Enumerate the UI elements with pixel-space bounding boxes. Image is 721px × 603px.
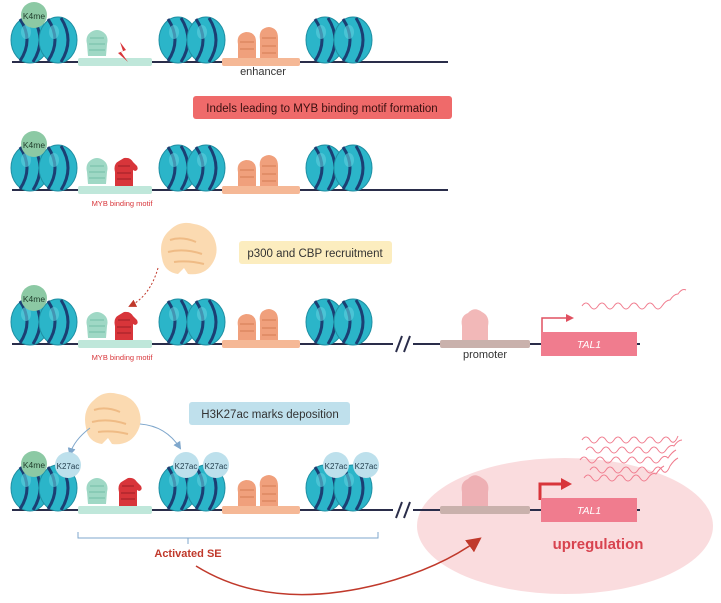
enhancer-region [222, 186, 300, 194]
tss-arrowhead [566, 314, 574, 322]
k4me-label: K4me [23, 140, 45, 150]
enhancer-region [222, 340, 300, 348]
orange-factor [237, 154, 279, 187]
p300-cbp-complex [84, 391, 142, 446]
se-bracket [77, 532, 379, 539]
break-mark [395, 335, 403, 353]
break-mark [403, 501, 411, 519]
p300-cbp-complex [160, 221, 218, 276]
myb-factor [113, 157, 139, 187]
h3k27ac-box [189, 402, 350, 425]
tss-arrowhead [561, 478, 572, 490]
indel-box [193, 96, 452, 119]
mrna-transcripts [579, 435, 683, 482]
promoter-region [440, 340, 530, 348]
acetylation-arrow [139, 423, 182, 450]
tal1-gene [541, 498, 637, 522]
enhancer-region [222, 58, 300, 66]
promoter-region [440, 506, 530, 514]
nucleosome-pair [11, 17, 77, 63]
panel-1: K4me enhancer [11, 2, 448, 78]
tss-arrow [541, 317, 566, 334]
recruitment-arrow [128, 267, 159, 307]
activated-se-label: Activated SE [154, 548, 221, 560]
k27ac-label: K27ac [355, 462, 378, 471]
panel-2: K4me MYB binding motif [11, 131, 448, 208]
orange-factor [237, 26, 279, 59]
step-h3k27ac: H3K27ac marks deposition [189, 402, 350, 425]
k4me-label: K4me [23, 294, 45, 304]
step-p300: p300 and CBP recruitment [239, 241, 392, 264]
step-indels: Indels leading to MYB binding motif form… [193, 96, 452, 119]
k27ac-mark [203, 452, 229, 478]
upregulation-glow [417, 458, 713, 594]
promoter-factor [461, 309, 489, 340]
panel-4: K4me K27ac K27ac K27ac K27ac K27ac TAL1 [11, 435, 713, 596]
k27ac-label: K27ac [205, 462, 228, 471]
nucleosome-pair [306, 299, 372, 345]
k4me-label: K4me [23, 11, 45, 21]
indel-text: Indels leading to MYB binding motif form… [206, 103, 437, 115]
myb-motif-label: MYB binding motif [92, 199, 154, 208]
nucleosome-pair [306, 17, 372, 63]
k4me-label: K4me [23, 460, 45, 470]
enhancer-label: enhancer [240, 66, 286, 78]
k4me-mark [21, 451, 47, 477]
orange-factor [237, 474, 279, 507]
k27ac-label: K27ac [57, 462, 80, 471]
nucleosome-pair [306, 145, 372, 191]
p300-box [239, 241, 392, 264]
teal-factor [85, 477, 109, 505]
nucleosome-pair [159, 299, 225, 345]
k4me-mark [21, 285, 47, 311]
nucleosome-pair [159, 17, 225, 63]
teal-region [78, 186, 152, 194]
k27ac-mark [173, 452, 199, 478]
teal-region [78, 58, 152, 66]
p300-text: p300 and CBP recruitment [247, 248, 383, 260]
k27ac-mark [323, 452, 349, 478]
teal-factor [85, 311, 109, 339]
k27ac-mark [353, 452, 379, 478]
promoter-label: promoter [463, 349, 507, 361]
teal-factor [85, 29, 109, 57]
panel-3: K4me MYB binding motif promoter TAL1 [11, 285, 687, 362]
orange-factor [237, 308, 279, 341]
activation-arrow [195, 537, 482, 596]
k27ac-label: K27ac [175, 462, 198, 471]
enhancer-region [222, 506, 300, 514]
break-mark [395, 501, 403, 519]
myb-motif-label: MYB binding motif [92, 353, 154, 362]
teal-region [78, 506, 152, 514]
acetylation-arrow [67, 427, 91, 456]
promoter-factor [461, 475, 489, 506]
h3k27ac-text: H3K27ac marks deposition [201, 409, 338, 421]
k4me-mark [21, 131, 47, 157]
tal1-label: TAL1 [577, 339, 601, 351]
tal1-gene [541, 332, 637, 356]
k27ac-label: K27ac [325, 462, 348, 471]
break-mark [403, 335, 411, 353]
upregulation-label: upregulation [553, 536, 644, 553]
myb-factor [113, 311, 139, 341]
k27ac-mark [55, 452, 81, 478]
tal1-label: TAL1 [577, 505, 601, 517]
lightning-icon [118, 42, 128, 62]
teal-region [78, 340, 152, 348]
mrna-transcript [581, 289, 687, 310]
nucleosome-pair [159, 145, 225, 191]
k4me-mark [21, 2, 47, 28]
teal-factor [85, 157, 109, 185]
tss-arrow [538, 482, 562, 500]
myb-factor [117, 477, 143, 507]
